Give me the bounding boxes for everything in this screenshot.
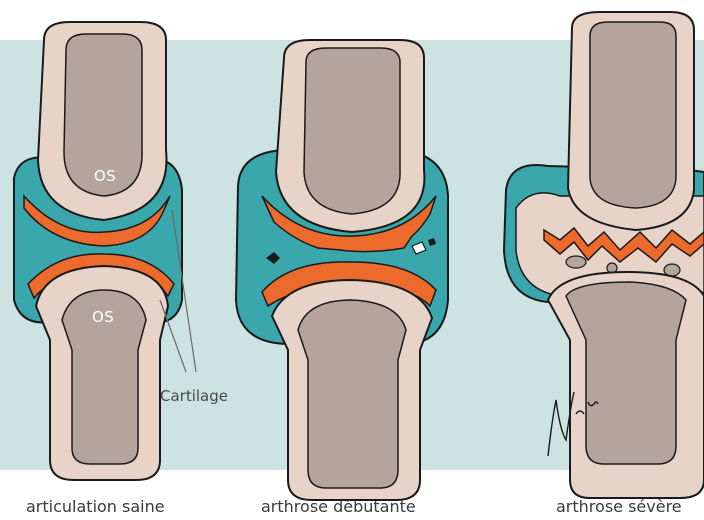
lower-bone-shaft xyxy=(298,300,406,488)
caption-healthy: articulation saine xyxy=(26,497,165,516)
caption-early: arthrose débutante xyxy=(261,497,416,516)
label-bone-upper: OS xyxy=(94,167,116,185)
upper-bone-shaft xyxy=(590,22,676,208)
label-cartilage: Cartilage xyxy=(160,387,228,405)
bone-cyst xyxy=(566,256,586,268)
label-bone-lower: OS xyxy=(92,308,114,326)
caption-severe: arthrose sévère xyxy=(556,497,682,516)
upper-bone-shaft xyxy=(304,48,400,214)
